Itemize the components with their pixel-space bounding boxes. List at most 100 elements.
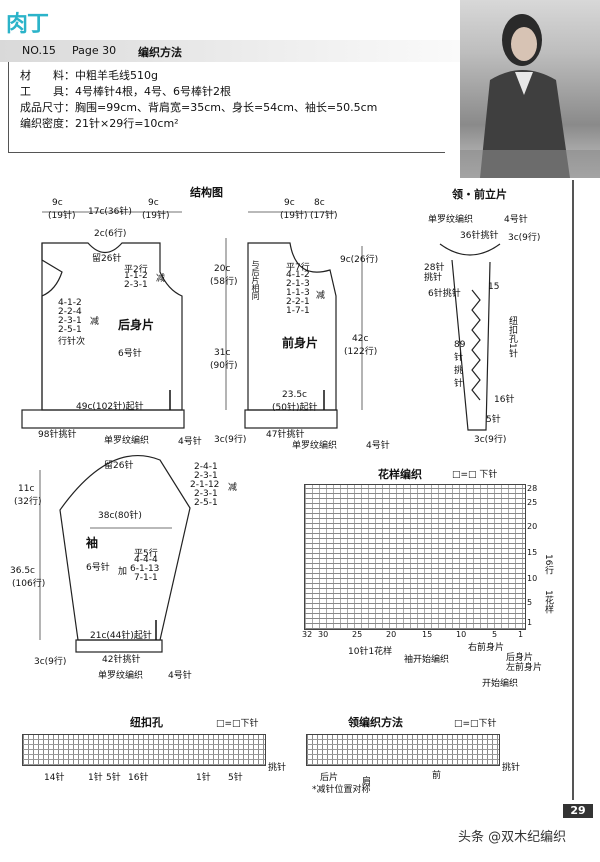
struct-title: 结构图 [190,186,223,199]
sleeve-h-1: 11c [18,484,35,494]
back-arm-5: 行针次 [58,337,86,347]
collar-label-3: 前 [432,771,442,781]
back-neck-2: 留26针 [92,254,122,264]
pattern-row-10: 10 [527,574,538,583]
sleeve-inc-2: 4-4-4 [134,555,158,565]
band-6: 挑针 [424,273,443,283]
sleeve-inc-5: 加 [118,567,128,577]
pattern-label-4: 后身片 [506,653,534,663]
front-neck-5: 1-1-3 [286,288,310,298]
bh-label-2: 1针 [88,773,103,783]
page-ref: Page 30 [72,44,117,57]
sleeve-h-2: (32行) [14,497,42,507]
back-top-1: 9c [52,198,63,208]
back-top-4: 9c [148,198,159,208]
front-name: 前身片 [282,336,319,350]
back-h-4: (90行) [210,361,238,371]
sleeve-inc-4: 7-1-1 [134,573,158,583]
pattern-col-32: 32 [302,630,313,639]
sleeve-cap-2: 2-4-1 [194,462,218,472]
front-bottom-2: (50针)起针 [272,403,318,413]
front-bottom-4: 单罗纹编织 [292,441,338,451]
back-h-2: (58行) [210,277,238,287]
back-bottom-3: 单罗纹编织 [104,436,150,446]
pattern-col-30: 30 [318,630,329,639]
front-top-3: 8c [314,198,325,208]
band-4: 3c(9行) [508,233,541,243]
back-bottom-5: 3c(9行) [214,435,247,445]
band-7: 6针挑针 [428,289,461,299]
pattern-no: NO.15 [22,44,56,57]
info-size: 成品尺寸：胸围=99cm、背肩宽=35cm、身长=54cm、袖长=50.5cm [20,101,378,114]
back-h-3: 31c [214,348,231,358]
pattern-col-25: 25 [352,630,363,639]
sleeve-inc-1: 平5行 [134,549,158,559]
back-bottom-2: 98针挑针 [38,430,77,440]
section-title: 编织方法 [138,46,182,59]
pattern-label-2: 袖开始编织 [404,655,450,665]
pattern-grid [304,484,526,630]
sleeve-h-3: 36.5c [10,566,35,576]
pattern-row-20: 20 [527,522,538,531]
info-gauge: 编织密度：21针×29行=10cm² [20,117,179,130]
front-bottom-5: 4号针 [366,441,390,451]
band-3: 36针挑针 [460,231,499,241]
site-logo: 肉丁 [6,12,49,37]
collar-label-1: 后片 [320,773,339,783]
front-top-4: (17针) [310,211,338,221]
back-needle: 6号针 [118,349,142,359]
bh-label-7: 挑针 [268,763,287,773]
back-top-5: (19针) [142,211,170,221]
model-photo [460,0,600,178]
bh-label-3: 5针 [106,773,121,783]
sleeve-bottom-1: 3c(9行) [34,657,67,667]
collar-label-4: 挑针 [502,763,521,773]
sleeve-w-2: 21c(44针)起针 [90,631,152,641]
back-top-2: (19针) [48,211,76,221]
band-12: 5针 [486,415,501,425]
sleeve-needle: 6号针 [86,563,110,573]
sleeve-inc-3: 6-1-13 [130,564,160,574]
right-rule [572,180,574,800]
front-bottom-1: 23.5c [282,390,307,400]
bh-label-1: 14针 [44,773,65,783]
sleeve-bottom-3: 4号针 [168,671,192,681]
sleeve-name: 袖 [86,536,99,550]
collar-label-5: *减针位置对称 [312,785,371,795]
sleeve-cap-5: 2-3-1 [194,489,218,499]
pattern-col-10: 10 [456,630,467,639]
back-arm-4: 2-5-1 [58,325,82,335]
front-neck-7: 1-7-1 [286,306,310,316]
back-shoulder-3: 2-3-1 [124,280,148,290]
sleeve-cap-6: 2-5-1 [194,498,218,508]
band-11: 16针 [494,395,515,405]
back-top-3: 17c(36针) [88,207,132,217]
sleeve-cap-1: 留26针 [104,461,134,471]
pattern-row-1: 1 [527,618,533,627]
pattern-col-15: 15 [422,630,433,639]
back-shoulder-4: 减 [156,274,166,284]
buttonhole-legend: □=□下针 [216,719,259,729]
info-materials: 材 料：中粗羊毛线510g [20,69,158,82]
buttonhole-grid [22,734,266,766]
sleeve-h-4: (106行) [12,579,46,589]
pattern-row-28: 28 [527,484,538,493]
info-tools: 工 具：4号棒针4根，4号、6号棒针2根 [20,85,231,98]
bh-label-4: 16针 [128,773,149,783]
back-arm-2: 2-2-4 [58,307,82,317]
front-neck-1: 9c(26行) [340,255,379,265]
pattern-label-8: 1花样 [543,590,553,614]
pattern-label-1: 10针1花样 [348,647,393,657]
pattern-label-3: 右前身片 [468,643,505,653]
sleeve-bottom-2: 单罗纹编织 [98,671,144,681]
band-title: 领・前立片 [452,188,507,201]
front-neck-8: 减 [316,291,326,301]
front-neck-2: 平7行 [286,263,310,273]
info-box [8,62,445,153]
bh-label-6: 5针 [228,773,243,783]
back-bottom-1: 49c(102针)起针 [76,402,144,412]
sleeve-cap-7: 减 [228,483,238,493]
pattern-row-15: 15 [527,548,538,557]
collar-grid [306,734,500,766]
band-5: 28针 [424,263,445,273]
